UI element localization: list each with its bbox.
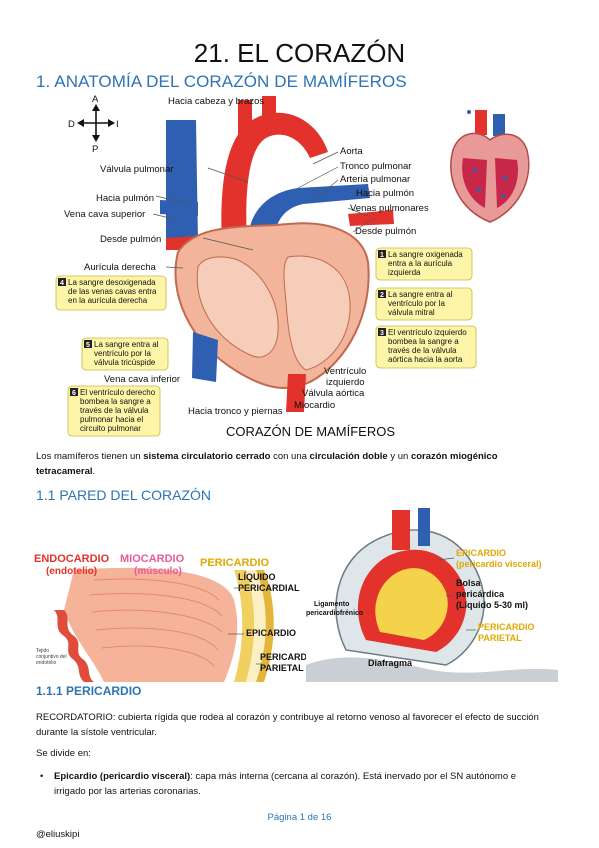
wall-label-tejido-2: conjuntivo del xyxy=(36,654,67,660)
label-auricula-derecha: Aurícula derecha xyxy=(84,262,157,273)
bullet-dot-icon: • xyxy=(40,771,44,782)
label-vena-cava-inferior: Vena cava inferior xyxy=(104,374,180,385)
heart-illustration xyxy=(160,96,394,412)
diagram-caption: CORAZÓN DE MAMÍFEROS xyxy=(226,424,395,439)
wall-label-pericardio: PERICARDIO xyxy=(200,557,270,569)
callout-1: 1 La sangre oxigenada entra a la aurícul… xyxy=(375,247,473,281)
callout-1-line-2: entra a la aurícula xyxy=(388,259,453,268)
label-hacia-pulmon-izq: Hacia pulmón xyxy=(96,193,154,204)
peri-label-diafragma: Diafragma xyxy=(368,658,413,668)
compass-icon: A D I P xyxy=(68,94,119,155)
label-arteria-pulmonar: Arteria pulmonar xyxy=(340,174,410,185)
wall-label-epicardio: EPICARDIO xyxy=(246,628,296,638)
label-desde-pulmon-der: Desde pulmón xyxy=(355,226,416,237)
wall-label-endotelio: (endotelio) xyxy=(46,566,97,577)
compass-a: A xyxy=(92,94,99,105)
label-aorta: Aorta xyxy=(340,146,363,157)
paragraph-recordatorio: RECORDATORIO: cubierta rígida que rodea … xyxy=(36,712,539,738)
callout-6-num: 6 xyxy=(72,390,76,397)
heart-anatomy-diagram: A D I P xyxy=(55,94,477,439)
label-ventriculo-1: Ventrículo xyxy=(324,366,366,377)
callout-2-line-1: La sangre entra al xyxy=(388,290,453,299)
callout-1-line-3: izquierda xyxy=(388,268,421,277)
wall-label-liquido-1: LÍQUIDO xyxy=(238,572,276,582)
callout-6-line-1: El ventrículo derecho xyxy=(80,388,156,397)
callout-4-num: 4 xyxy=(60,280,64,287)
callout-5: 5 La sangre entra al ventrículo por la v… xyxy=(81,337,169,371)
compass-p: P xyxy=(92,144,98,155)
heart-wall-layers-diagram: ENDOCARDIO (endotelio) MIOCARDIO (múscul… xyxy=(34,553,306,682)
label-valvula-pulmonar: Válvula pulmonar xyxy=(100,164,173,175)
callout-5-num: 5 xyxy=(86,342,90,349)
peri-label-parietal-2: PARIETAL xyxy=(478,633,522,643)
label-valvula-aortica: Válvula aórtica xyxy=(302,388,365,399)
label-hacia-tronco: Hacia tronco y piernas xyxy=(188,406,283,417)
peri-label-visceral: (pericardio visceral) xyxy=(456,559,542,569)
label-hacia-cabeza: Hacia cabeza y brazos xyxy=(168,96,264,107)
peri-label-bolsa-2: pericárdica xyxy=(456,589,505,599)
label-venas-pulmonares: Venas pulmonares xyxy=(350,203,429,214)
peri-label-parietal-1: PERICARDIO xyxy=(478,622,535,632)
wall-label-miocardio: MIOCARDIO xyxy=(120,553,185,565)
callout-2-line-2: ventrículo por la xyxy=(388,299,445,308)
callout-2-line-3: válvula mitral xyxy=(388,308,435,317)
callout-4-line-3: en la aurícula derecha xyxy=(68,296,148,305)
section-heading-anatomia: 1. ANATOMÍA DEL CORAZÓN DE MAMÍFEROS xyxy=(36,72,407,91)
callout-4-line-1: La sangre desoxigenada xyxy=(68,278,156,287)
wall-label-tejido-3: endotelio xyxy=(36,660,57,666)
callout-6-line-4: pulmonar hacia el xyxy=(80,415,143,424)
wall-label-endocardio: ENDOCARDIO xyxy=(34,553,110,565)
callout-3-line-4: aórtica hacia la aorta xyxy=(388,355,463,364)
label-hacia-pulmon-der: Hacia pulmón xyxy=(356,188,414,199)
callout-3-num: 3 xyxy=(380,330,384,337)
leader-lines xyxy=(152,151,375,269)
callout-3-line-2: bombea la sangre a xyxy=(388,337,459,346)
callout-5-line-2: ventrículo por la xyxy=(94,349,151,358)
paragraph-intro: Los mamíferos tienen un sistema circulat… xyxy=(36,451,498,477)
page-title: 21. EL CORAZÓN xyxy=(193,38,406,68)
section-heading-pericardio: 1.1.1 PERICARDIO xyxy=(36,684,142,698)
callout-5-line-3: válvula tricúspide xyxy=(94,358,156,367)
bullet-epicardio: •Epicardio (pericardio visceral): capa m… xyxy=(40,771,517,797)
label-miocardio: Miocardio xyxy=(294,400,335,411)
callout-3: 3 El ventrículo izquierdo bombea la sang… xyxy=(375,325,477,369)
compass-i: I xyxy=(116,119,119,130)
peri-label-epicardio: EPICARDIO xyxy=(456,548,506,558)
wall-label-parietal-2: PARIETAL xyxy=(260,663,304,673)
page-number: Página 1 de 16 xyxy=(267,812,332,823)
wall-label-musculo: (músculo) xyxy=(134,566,182,577)
label-vena-cava-superior: Vena cava superior xyxy=(64,209,145,220)
callout-2: 2 La sangre entra al ventrículo por la v… xyxy=(375,287,473,321)
callout-1-num: 1 xyxy=(380,252,384,259)
callout-6-line-5: circuito pulmonar xyxy=(80,424,141,433)
peri-label-ligamento-1: Ligamento xyxy=(314,601,349,608)
compass-d: D xyxy=(68,119,75,130)
callout-3-line-1: El ventrículo izquierdo xyxy=(388,328,467,337)
wall-label-parietal-1: PERICARDIO xyxy=(260,652,306,662)
peri-label-bolsa-3: (Líquido 5-30 ml) xyxy=(456,600,528,610)
wall-label-tejido-1: Tejido xyxy=(36,648,49,654)
peri-label-bolsa-1: Bolsa xyxy=(456,578,482,588)
label-desde-pulmon-izq: Desde pulmón xyxy=(100,234,161,245)
callout-5-line-1: La sangre entra al xyxy=(94,340,159,349)
callout-4: 4 La sangre desoxigenada de las venas ca… xyxy=(55,275,167,311)
callout-4-line-2: de las venas cavas entra xyxy=(68,287,157,296)
author-handle: @eliuskipi xyxy=(36,829,80,840)
callout-6-line-3: través de la válvula xyxy=(80,406,149,415)
section-heading-pared: 1.1 PARED DEL CORAZÓN xyxy=(36,487,212,503)
callout-1-line-1: La sangre oxigenada xyxy=(388,250,463,259)
wall-label-liquido-2: PERICARDIAL xyxy=(238,583,300,593)
label-ventriculo-2: izquierdo xyxy=(326,377,365,388)
callout-2-num: 2 xyxy=(380,292,384,299)
callout-3-line-3: través de la válvula xyxy=(388,346,457,355)
peri-label-ligamento-2: pericardiofrénico xyxy=(306,610,363,617)
label-tronco-pulmonar: Tronco pulmonar xyxy=(340,161,411,172)
callout-6-line-2: bombea la sangre a xyxy=(80,397,151,406)
heart-section-thumbnail xyxy=(450,110,530,223)
callout-6: 6 El ventrículo derecho bombea la sangre… xyxy=(67,385,161,437)
paragraph-se-divide: Se divide en: xyxy=(36,748,91,759)
pericardium-diagram: EPICARDIO (pericardio visceral) Bolsa pe… xyxy=(306,508,558,682)
